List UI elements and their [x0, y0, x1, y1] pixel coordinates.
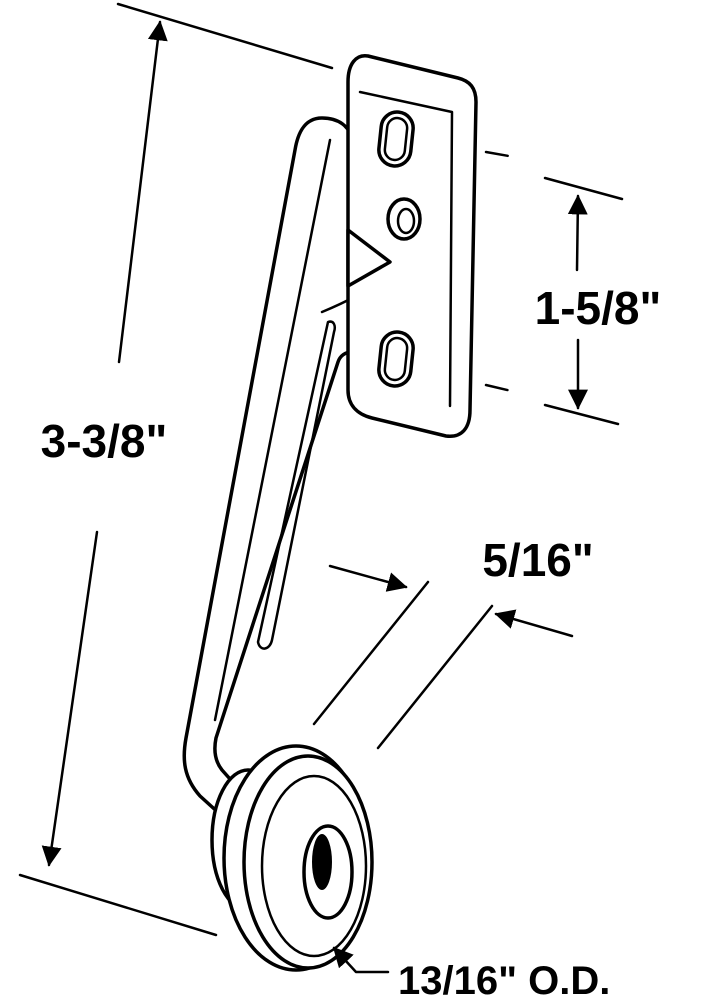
arm-width-extension-left	[312, 580, 430, 726]
top-extension-line	[116, 2, 334, 70]
overall-height-dimension: 3-3/8"	[18, 2, 334, 937]
spacing-arrow-up	[567, 194, 588, 272]
arm-width-dimension: 5/16"	[312, 534, 594, 750]
lower-mounting-slot	[377, 330, 415, 388]
lower-hole-extension	[543, 403, 620, 426]
bracket-arm	[182, 116, 354, 818]
height-arrow-upper	[117, 20, 168, 364]
bottom-extension-line	[18, 873, 218, 937]
wheel-diameter-leader	[332, 946, 390, 974]
upper-mounting-slot	[377, 110, 415, 168]
upper-hole-centerline-dashed	[484, 150, 522, 160]
roller-wheel	[210, 744, 374, 972]
plate-notch	[346, 228, 392, 288]
center-hole	[386, 197, 422, 241]
bracket	[182, 54, 478, 818]
arm-width-arrow-left	[328, 564, 408, 592]
lower-hole-centerline-dashed	[484, 383, 522, 395]
overall-height-label: 3-3/8"	[41, 415, 168, 467]
bracket-arm-slot	[256, 320, 336, 650]
arm-width-arrow-right	[494, 609, 574, 638]
wheel-diameter-label: 13/16" O.D.	[398, 959, 610, 1000]
height-arrow-lower	[41, 530, 99, 867]
axle-bore-shadow	[312, 834, 332, 890]
arm-width-extension-right	[376, 604, 494, 750]
bracket-arm-ridge	[213, 138, 332, 722]
arm-width-label: 5/16"	[482, 534, 593, 586]
hole-spacing-dimension: 1-5/8"	[408, 136, 662, 426]
wheel-face-inner-ring	[260, 774, 368, 958]
wheel-diameter-callout: 13/16" O.D.	[332, 946, 610, 1000]
hole-spacing-label: 1-5/8"	[535, 282, 662, 334]
upper-hole-extension	[543, 176, 624, 201]
mounting-plate-edge	[358, 90, 454, 408]
